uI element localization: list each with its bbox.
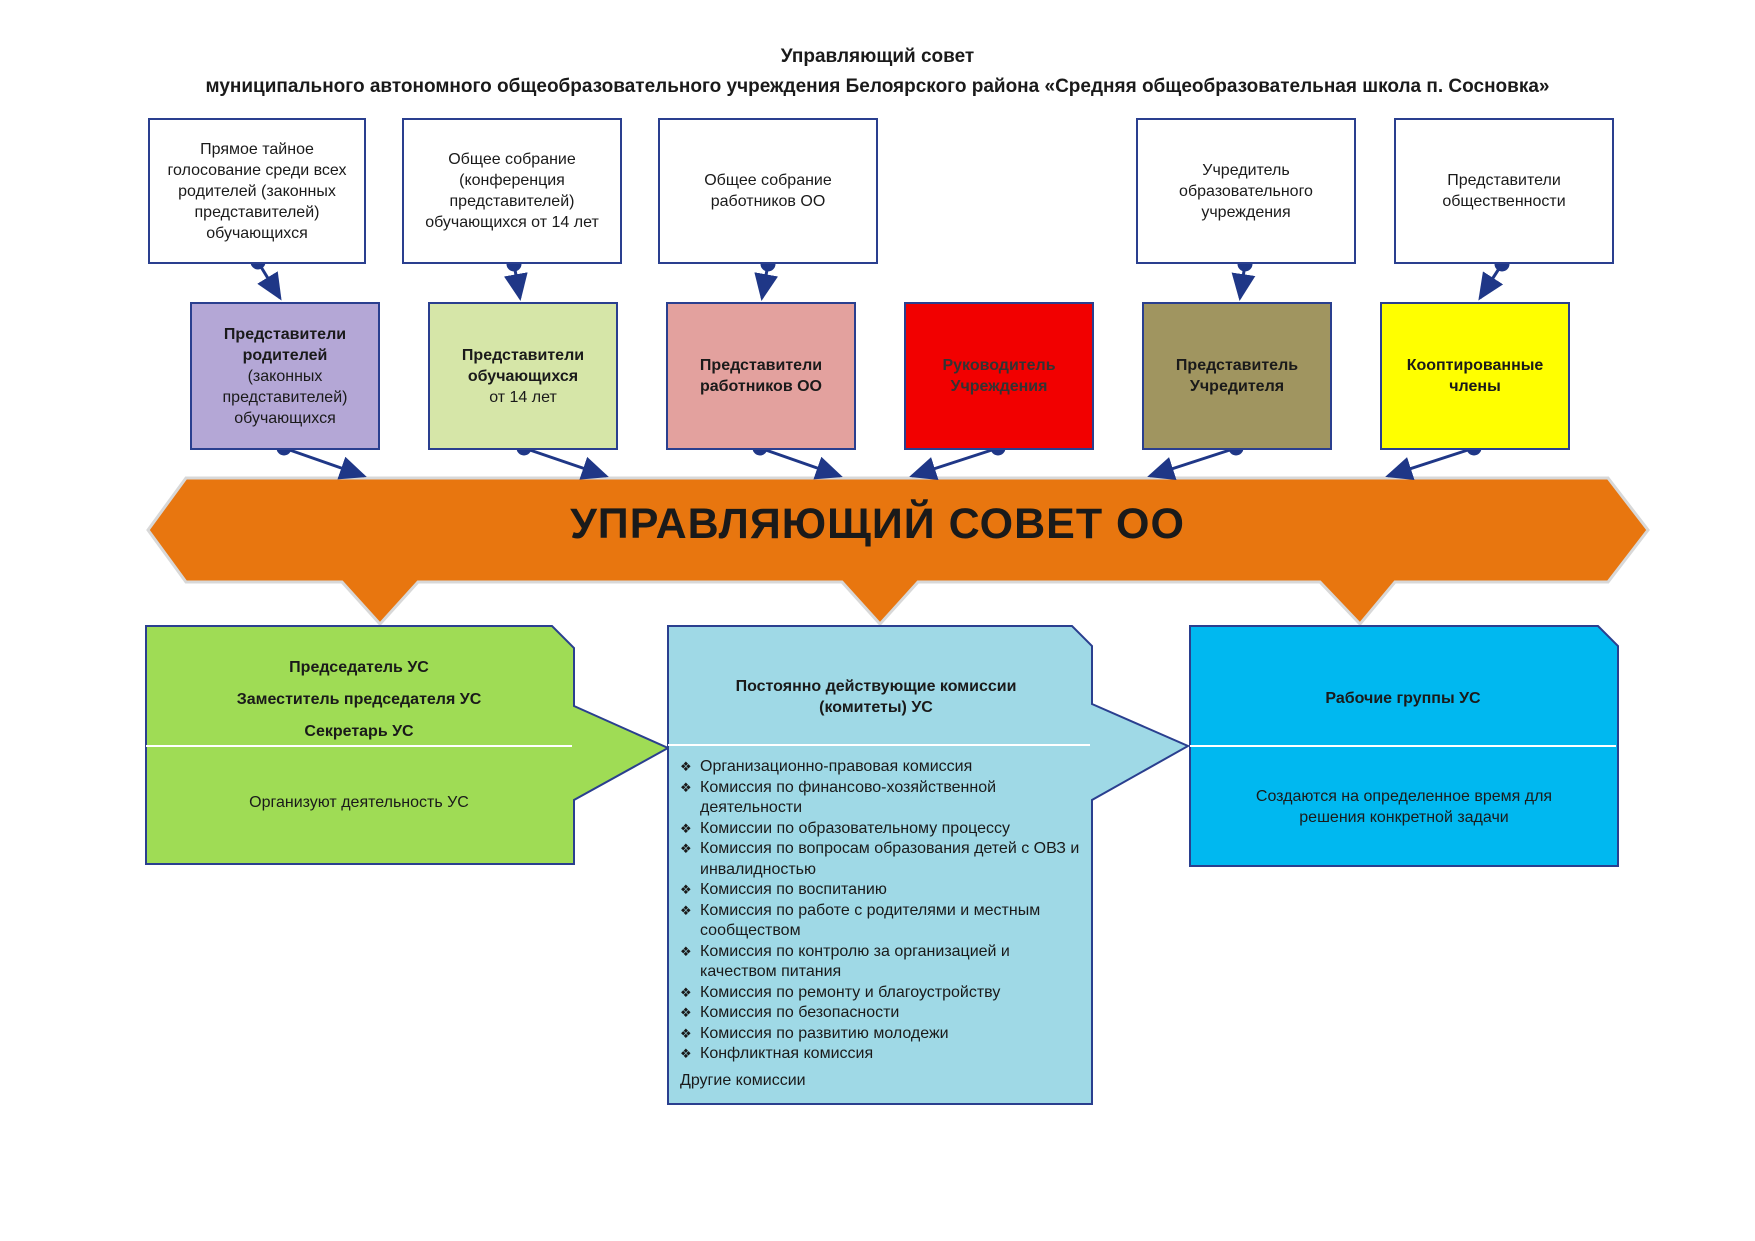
list-item: Организационно-правовая комиссия xyxy=(680,757,1080,778)
rep-parents: Представители родителей (законных предст… xyxy=(190,302,380,450)
source-staff-assembly: Общее собрание работников ОО xyxy=(658,118,878,264)
leadership-roles: Председатель УС Заместитель председателя… xyxy=(146,652,572,748)
working-groups-header: Рабочие группы УС xyxy=(1325,690,1481,707)
rep-coopted: Кооптированные члены xyxy=(1380,302,1570,450)
list-item: Комиссия по работе с родителями и местны… xyxy=(680,901,1080,942)
list-item: Комиссии по образовательному процессу xyxy=(680,819,1080,840)
rep-parents-title: Представители родителей xyxy=(223,325,347,364)
commissions-header: Постоянно действующие комиссии (комитеты… xyxy=(735,678,1017,716)
rep-founder-title: Представитель Учредителя xyxy=(1175,357,1299,395)
source-parents-vote: Прямое тайное голосование среди всех род… xyxy=(148,118,366,264)
rep-coopted-title: Кооптированные члены xyxy=(1406,357,1544,395)
list-item: Комиссия по ремонту и благоустройству xyxy=(680,983,1080,1004)
rep-parents-note: (законных представителей) обучающихся xyxy=(222,367,348,427)
list-item: Комиссия по вопросам образования детей с… xyxy=(680,839,1080,880)
source-public: Представители общественности xyxy=(1394,118,1614,264)
list-item: Комиссия по воспитанию xyxy=(680,880,1080,901)
role-vice-chair: Заместитель председателя УС xyxy=(236,691,482,708)
rep-founder: Представитель Учредителя xyxy=(1142,302,1332,450)
rep-staff: Представители работников ОО xyxy=(666,302,856,450)
council-banner xyxy=(146,476,1650,627)
commissions-footer: Другие комиссии xyxy=(680,1072,806,1089)
rep-students-note: от 14 лет xyxy=(489,388,557,406)
banner-title: УПРАВЛЯЮЩИЙ СОВЕТ ОО xyxy=(570,500,1185,548)
list-item: Комиссия по финансово-хозяйственной деят… xyxy=(680,778,1080,819)
rep-head-title: Руководитель Учреждения xyxy=(942,357,1056,395)
list-item: Комиссия по развитию молодежи xyxy=(680,1024,1080,1045)
source-students-assembly: Общее собрание (конференция представител… xyxy=(402,118,622,264)
role-secretary: Секретарь УС xyxy=(304,723,414,740)
list-item: Конфликтная комиссия xyxy=(680,1044,1080,1065)
diagram-title: Управляющий совет xyxy=(780,46,975,67)
rep-students-title: Представители обучающихся xyxy=(461,346,585,385)
rep-staff-title: Представители работников ОО xyxy=(699,357,823,395)
diagram-subtitle: муниципального автономного общеобразоват… xyxy=(205,76,1550,97)
source-founder: Учредитель образовательного учреждения xyxy=(1136,118,1356,264)
list-item: Комиссия по безопасности xyxy=(680,1003,1080,1024)
rep-head: Руководитель Учреждения xyxy=(904,302,1094,450)
leadership-desc: Организуют деятельность УС xyxy=(249,794,469,811)
commissions-list: Организационно-правовая комиссия Комисси… xyxy=(680,757,1080,1065)
role-chair: Председатель УС xyxy=(289,659,429,676)
rep-students: Представители обучающихся от 14 лет xyxy=(428,302,618,450)
working-groups-desc: Создаются на определенное время для реше… xyxy=(1255,788,1553,826)
list-item: Комиссия по контролю за организацией и к… xyxy=(680,942,1080,983)
